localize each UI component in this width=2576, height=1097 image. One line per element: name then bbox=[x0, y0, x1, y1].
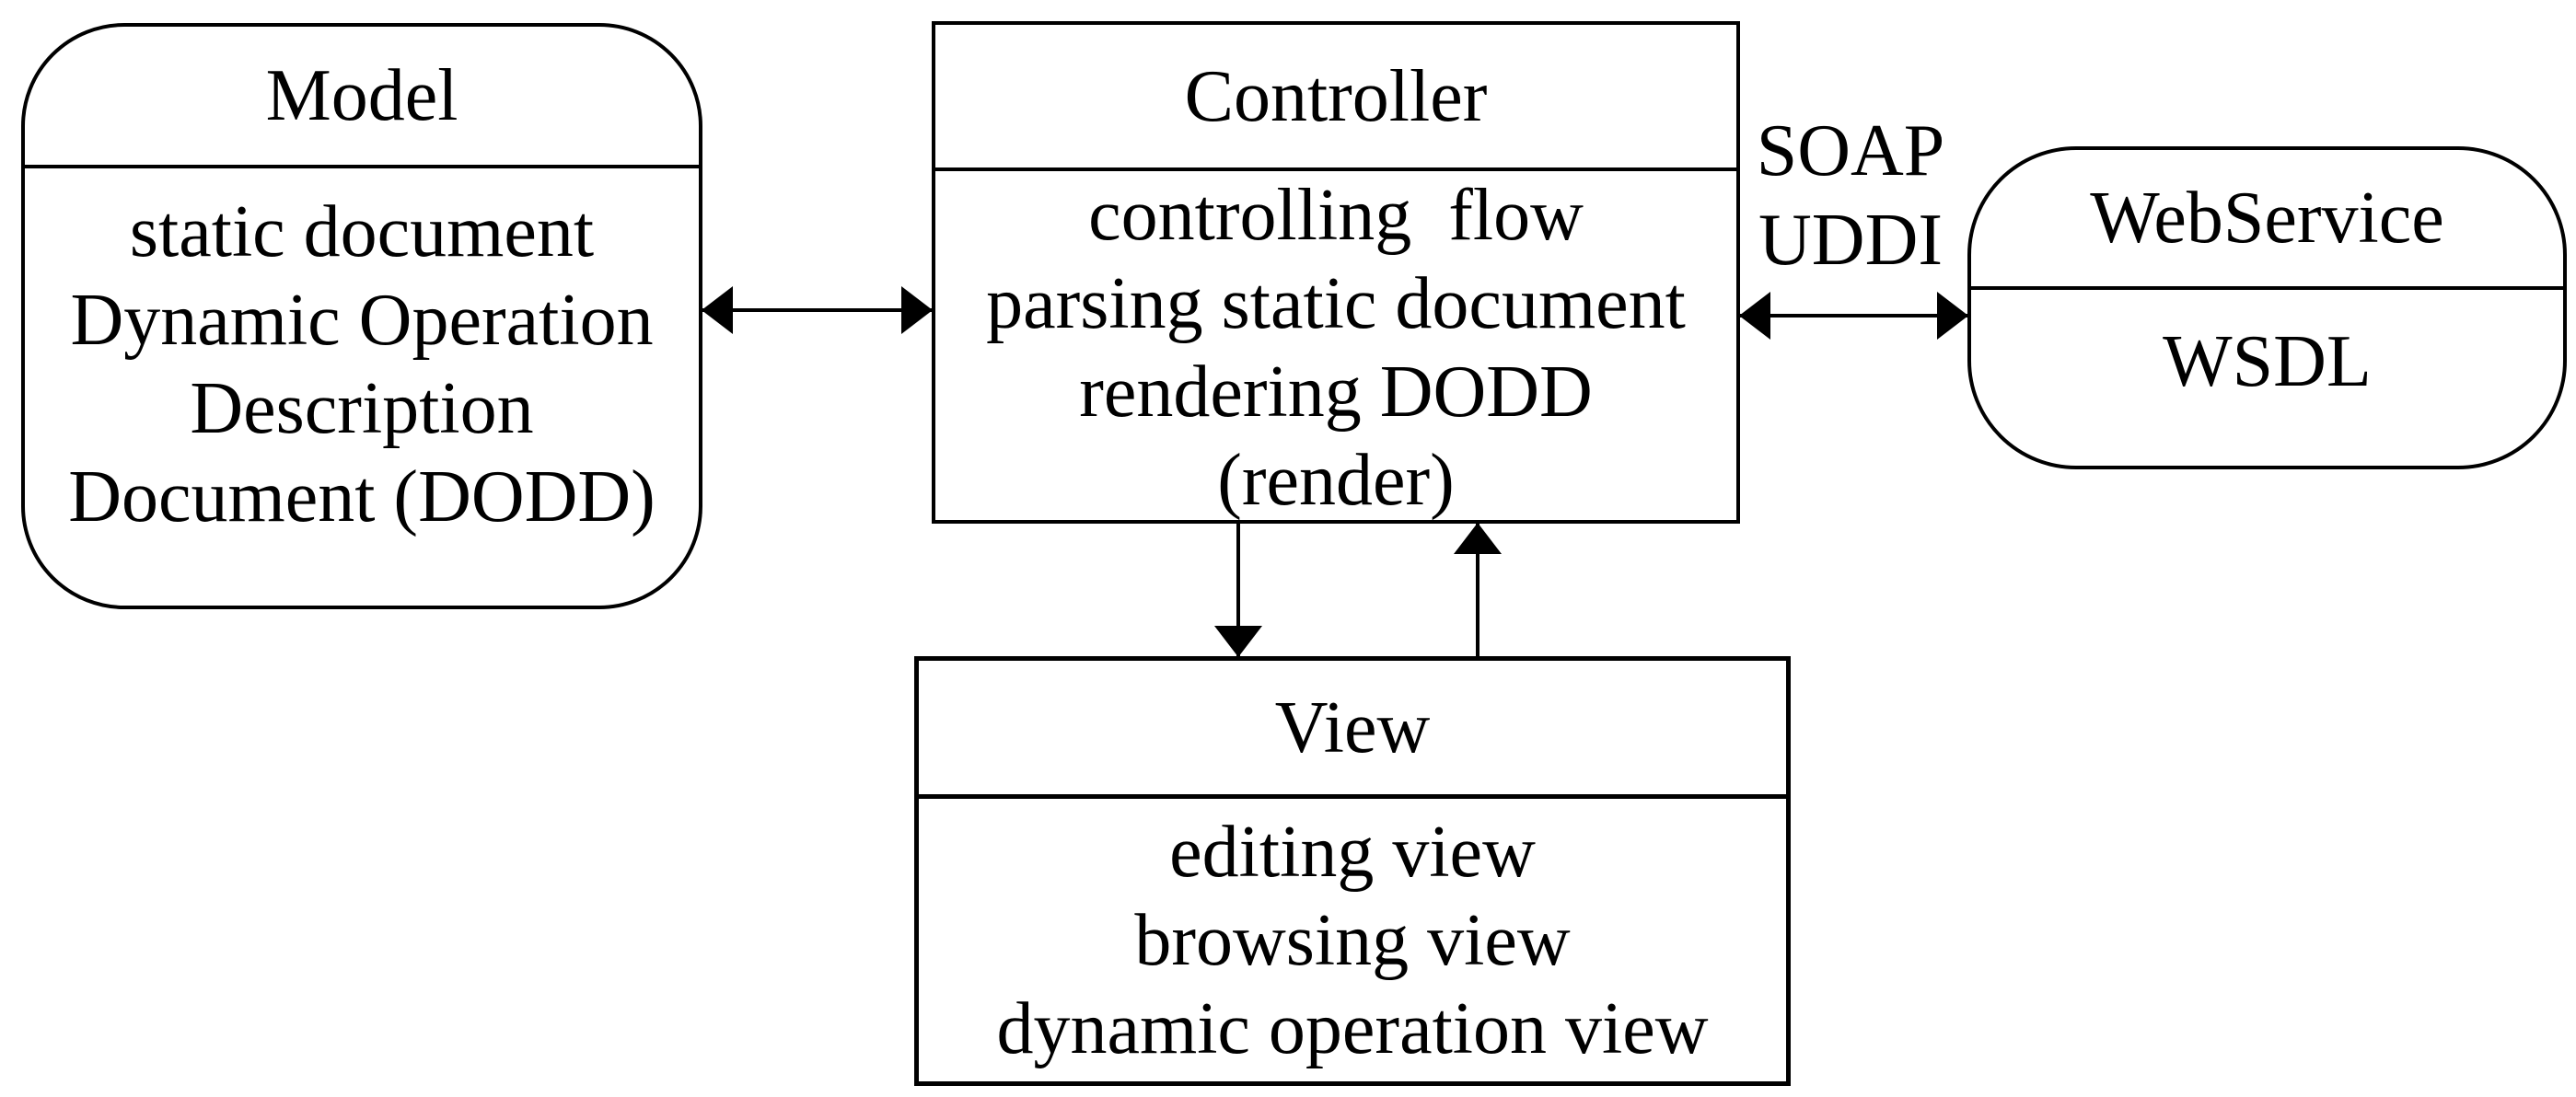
view-box: View editing view browsing view dynamic … bbox=[914, 656, 1791, 1086]
protocol-labels: SOAP UDDI bbox=[1731, 107, 1970, 285]
view-title: View bbox=[919, 661, 1786, 799]
controller-line: rendering DODD bbox=[1079, 352, 1593, 433]
model-line: Dynamic Operation bbox=[70, 280, 654, 361]
controller-box: Controller controlling flow parsing stat… bbox=[932, 21, 1740, 524]
model-body: static document Dynamic Operation Descri… bbox=[25, 168, 699, 606]
controller-webservice-double-arrow bbox=[1740, 314, 1967, 318]
uddi-label: UDDI bbox=[1758, 200, 1943, 281]
webservice-body: WSDL bbox=[1971, 290, 2563, 466]
webservice-line: WSDL bbox=[2163, 320, 2372, 402]
controller-line: parsing static document bbox=[986, 263, 1686, 344]
controller-line: controlling flow bbox=[1088, 175, 1584, 256]
view-body: editing view browsing view dynamic opera… bbox=[919, 799, 1786, 1081]
model-box: Model static document Dynamic Operation … bbox=[21, 23, 702, 609]
soap-label: SOAP bbox=[1756, 110, 1945, 191]
view-line: editing view bbox=[1169, 811, 1536, 893]
controller-to-view-arrow bbox=[1236, 524, 1240, 656]
webservice-title: WebService bbox=[1971, 150, 2563, 290]
view-line: browsing view bbox=[1134, 899, 1571, 981]
model-line: Document (DODD) bbox=[68, 456, 656, 537]
view-to-controller-arrow bbox=[1476, 524, 1479, 656]
controller-line: (render) bbox=[1217, 440, 1455, 521]
model-line: Description bbox=[190, 368, 534, 449]
controller-body: controlling flow parsing static document… bbox=[935, 171, 1736, 525]
model-line: static document bbox=[129, 191, 595, 272]
model-title: Model bbox=[25, 27, 699, 168]
view-line: dynamic operation view bbox=[996, 987, 1709, 1069]
webservice-box: WebService WSDL bbox=[1967, 146, 2567, 469]
controller-title: Controller bbox=[935, 25, 1736, 171]
model-controller-double-arrow bbox=[702, 308, 932, 312]
